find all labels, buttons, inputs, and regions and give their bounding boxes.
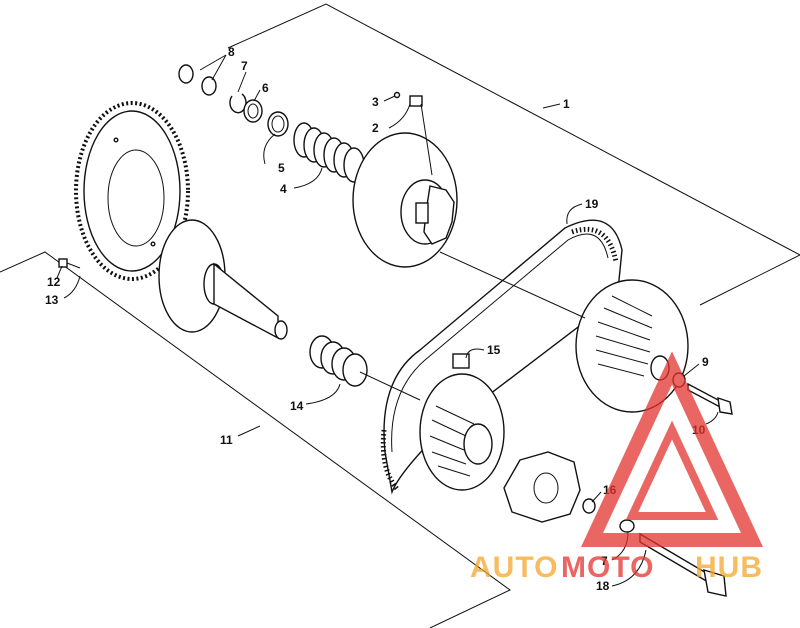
- cam-sheave-hub: [463, 423, 493, 465]
- axis-lower: [359, 371, 421, 401]
- fixed-sheave-shaft: [213, 262, 279, 340]
- spring-14: [309, 335, 368, 387]
- watermark-text-moto: MOTO: [561, 551, 654, 584]
- leader-16: [591, 491, 602, 503]
- leader-15: [465, 348, 485, 359]
- callout-3: 3: [372, 95, 379, 109]
- spider-16: [503, 451, 581, 523]
- shaft-nut: [274, 320, 288, 340]
- bolt-10: [687, 382, 733, 415]
- leader-18: [611, 549, 647, 587]
- assembly-11-outline: [0, 251, 511, 628]
- leader-19: [566, 203, 583, 225]
- washer-8b: [201, 76, 217, 96]
- cam-sheave-fins: [429, 405, 475, 477]
- leader-12: [56, 265, 63, 279]
- callout-7-upper: 7: [241, 59, 248, 73]
- watermark-triangle-outer: [581, 351, 763, 547]
- ring-6: [243, 99, 263, 123]
- leader-9: [683, 363, 700, 377]
- callout-9: 9: [702, 355, 709, 369]
- callout-13: 13: [45, 293, 59, 307]
- leader-4: [293, 167, 323, 189]
- snap-ring-7: [229, 93, 247, 114]
- leader-2: [388, 103, 411, 129]
- callout-6: 6: [262, 81, 269, 95]
- leader-10: [705, 411, 719, 425]
- assembly-1-outline: [227, 3, 800, 306]
- pin-3-shaft: [420, 103, 433, 176]
- watermark-triangle-inner: [625, 420, 719, 520]
- watermark-text-hub: HUB: [695, 551, 763, 584]
- callout-2: 2: [372, 121, 379, 135]
- callout-14: 14: [290, 399, 304, 413]
- leader-7a: [237, 71, 247, 93]
- callout-19: 19: [585, 197, 599, 211]
- spider-gear: [415, 185, 455, 245]
- callout-11: 11: [220, 433, 233, 447]
- callout-1: 1: [563, 97, 570, 111]
- secondary-sheave-disc: [575, 279, 689, 413]
- secondary-sheave-fins: [595, 295, 653, 377]
- leader-1: [542, 103, 561, 109]
- callout-18: 18: [596, 579, 610, 593]
- leader-14: [305, 383, 341, 405]
- callout-7-lower: 7: [601, 554, 608, 568]
- callout-5: 5: [278, 161, 285, 175]
- clip-bracket-2: [409, 95, 423, 107]
- ring-5-inner: [271, 115, 285, 133]
- leader-6: [253, 89, 261, 102]
- pin-3: [393, 91, 401, 99]
- callout-4: 4: [280, 182, 287, 196]
- bracket-15: [452, 353, 470, 369]
- axis-upper: [439, 251, 586, 319]
- bolt-12: [58, 258, 81, 269]
- cam-sheave-disc: [419, 373, 505, 491]
- leader-11: [237, 425, 261, 437]
- leader-5: [263, 133, 276, 165]
- callout-15: 15: [487, 343, 501, 357]
- automotohub-watermark-logo: AUTO MOTO HUB: [470, 351, 763, 584]
- washer-17: [619, 519, 635, 533]
- leader-3: [383, 95, 396, 102]
- leader-13: [63, 275, 81, 299]
- ring-gear-13: [74, 101, 190, 281]
- washer-8a: [178, 64, 194, 84]
- callout-8: 8: [228, 45, 235, 59]
- leader-8: [199, 54, 227, 81]
- ring-5: [267, 111, 289, 137]
- watermark-text-auto: AUTO: [470, 551, 558, 584]
- spring-4: [293, 122, 365, 183]
- nut-16: [582, 498, 596, 514]
- ring-6-inner: [247, 103, 259, 119]
- callout-12: 12: [47, 275, 61, 289]
